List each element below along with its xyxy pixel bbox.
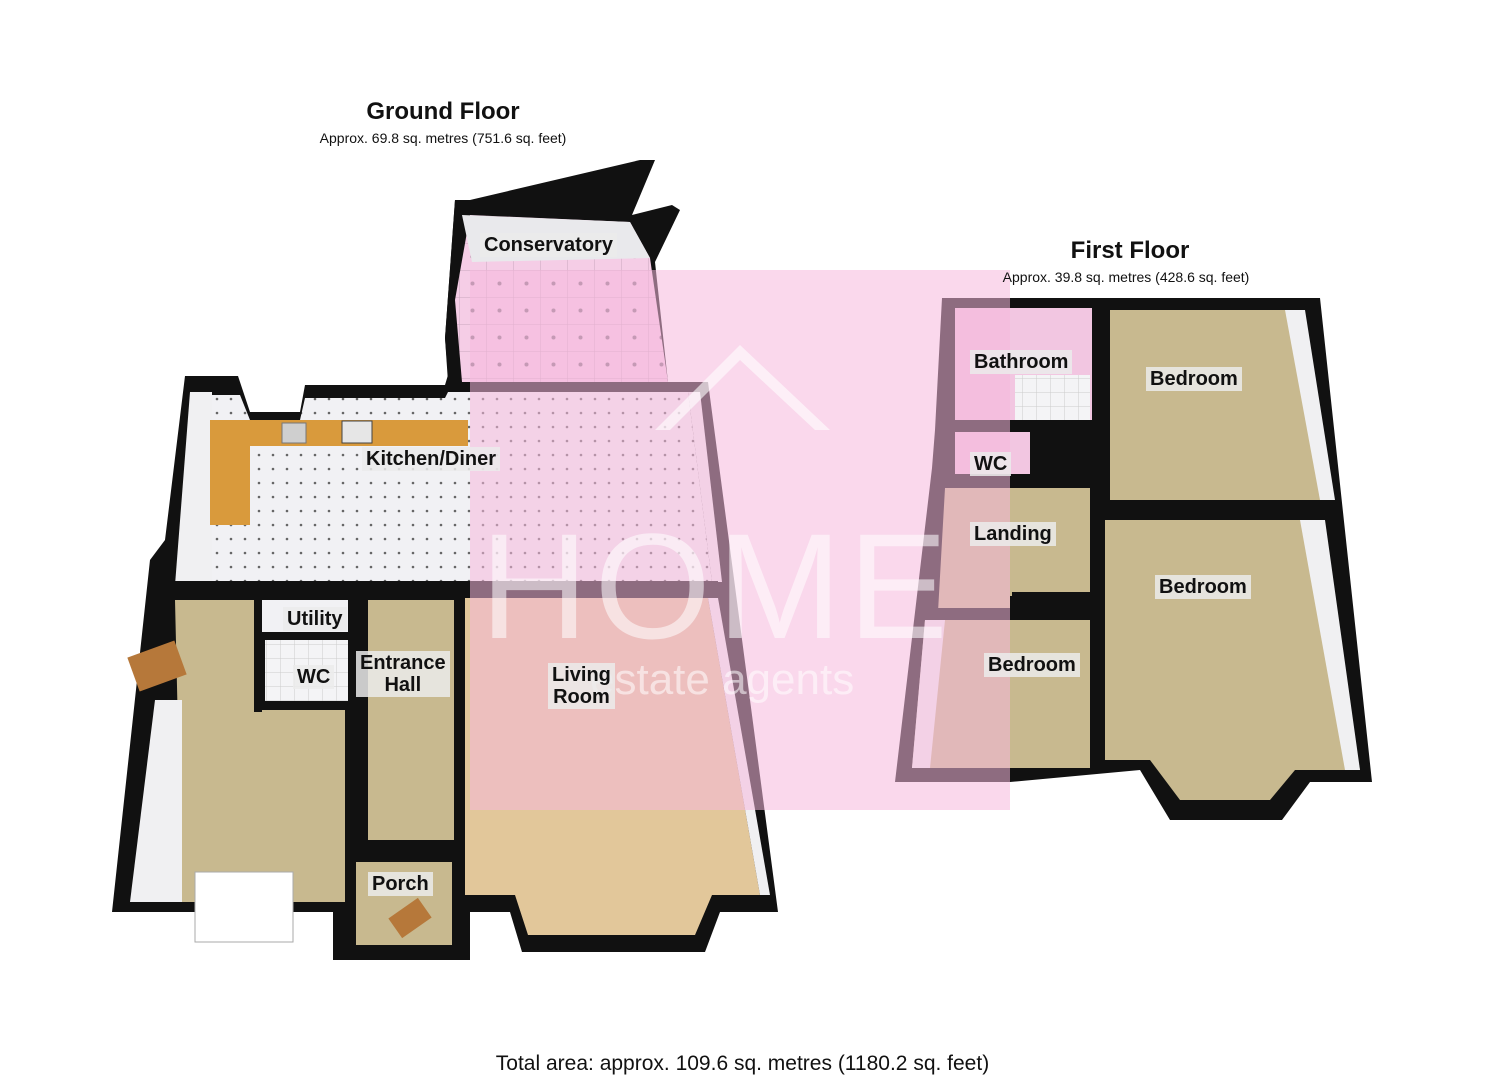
bedroom-front-label: Bedroom [1155, 575, 1251, 599]
bedroom-rear-wall [1285, 310, 1335, 500]
ground-floor-area: Approx. 69.8 sq. metres (751.6 sq. feet) [319, 130, 567, 146]
total-area: Total area: approx. 109.6 sq. metres (11… [495, 1052, 990, 1075]
landing-label: Landing [970, 522, 1056, 546]
left-room-door [127, 640, 187, 692]
conservatory-label: Conservatory [480, 233, 617, 257]
bathroom-shower [1015, 375, 1090, 420]
kitchen-worktop [210, 420, 468, 525]
watermark-tagline: estate agents [590, 655, 855, 704]
watermark-roof-icon [655, 345, 830, 430]
watermark-brand: HOME [480, 502, 954, 670]
front-window-panel [194, 871, 294, 943]
porch-label: Porch [368, 872, 433, 896]
bedroom-front-wall [1300, 520, 1360, 770]
bedroom-rear-label: Bedroom [1146, 367, 1242, 391]
ground-floor-title: Ground Floor [366, 98, 520, 125]
bedroom-rear-floor [1110, 310, 1330, 500]
living-room-label: Living Room [548, 663, 615, 709]
kitchen-hob [341, 420, 373, 444]
kitchen-diner-label: Kitchen/Diner [362, 447, 501, 471]
entrance-hall-floor [368, 600, 455, 840]
utility-label: Utility [283, 607, 347, 631]
first-floor-area: Approx. 39.8 sq. metres (428.6 sq. feet) [1002, 269, 1250, 285]
bedroom-small-label: Bedroom [984, 653, 1080, 677]
ground-interior-walls [165, 581, 718, 960]
wc-ground-label: WC [293, 665, 335, 689]
first-floor-title: First Floor [1070, 237, 1190, 264]
left-room-wall [130, 700, 182, 902]
porch-door [388, 897, 432, 939]
kitchen-side-wall [175, 392, 212, 585]
kitchen-sink [281, 422, 307, 444]
bathroom-label: Bathroom [970, 350, 1073, 374]
left-room-floor [175, 600, 345, 902]
entrance-hall-label: Entrance Hall [356, 651, 450, 697]
wc-first-label: WC [970, 452, 1012, 476]
watermark [470, 270, 1010, 810]
